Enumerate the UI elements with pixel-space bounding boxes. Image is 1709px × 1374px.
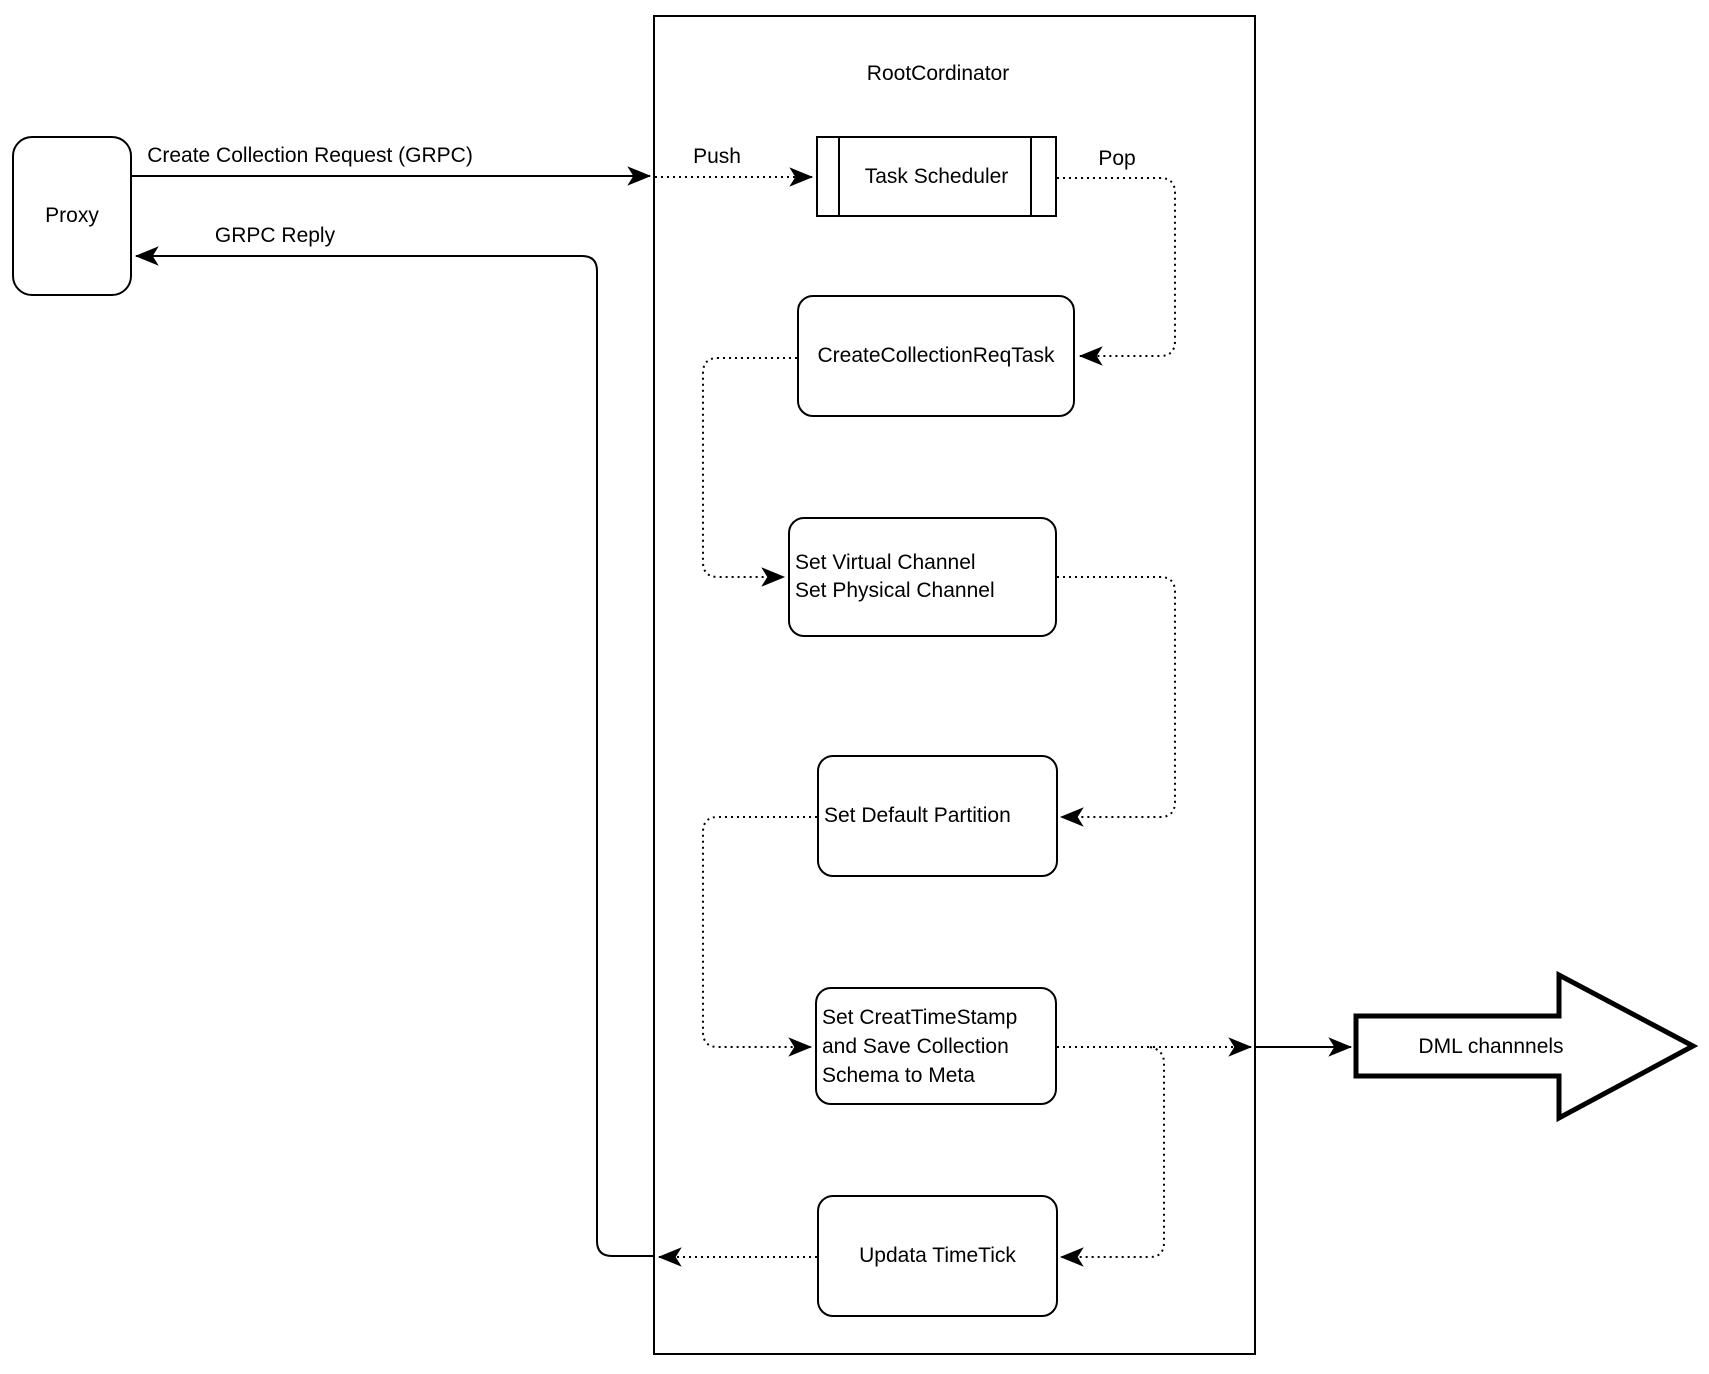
node-create-collection-req-task-label: CreateCollectionReqTask — [817, 344, 1055, 367]
node-updata-timetick-label: Updata TimeTick — [859, 1244, 1016, 1267]
node-updata-timetick: Updata TimeTick — [817, 1195, 1058, 1317]
edge-to-set-creat-timestamp — [702, 816, 817, 1057]
node-set-default-partition-label: Set Default Partition — [824, 804, 1011, 827]
node-task-scheduler: Task Scheduler — [816, 136, 1057, 217]
edge-to-set-channels — [702, 357, 797, 587]
task-scheduler-right-bar — [1030, 138, 1032, 215]
edge-label-grpc-reply: GRPC Reply — [214, 224, 336, 247]
task-scheduler-left-bar — [838, 138, 840, 215]
node-set-creat-timestamp-label: Set CreatTimeStamp and Save Collection S… — [822, 1005, 1018, 1087]
node-set-creat-timestamp: Set CreatTimeStamp and Save Collection S… — [815, 987, 1057, 1105]
node-dml-channels-label: DML channnels — [1418, 1035, 1564, 1058]
node-create-collection-req-task: CreateCollectionReqTask — [797, 295, 1075, 417]
edge-pop — [1057, 177, 1176, 366]
edge-label-pop: Pop — [1098, 147, 1136, 170]
edge-grpc-reply — [134, 246, 653, 1257]
edge-to-set-default-partition — [1057, 576, 1176, 827]
node-task-scheduler-label: Task Scheduler — [864, 164, 1009, 188]
dml-arrow-shape — [1353, 970, 1699, 1123]
node-set-default-partition: Set Default Partition — [817, 755, 1058, 877]
node-set-channels-label: Set Virtual Channel Set Physical Channel — [795, 551, 995, 602]
node-set-channels: Set Virtual Channel Set Physical Channel — [788, 517, 1057, 637]
root-coordinator-container — [653, 15, 1256, 1355]
edge-label-create-collection-request: Create Collection Request (GRPC) — [147, 144, 473, 167]
node-proxy-label: Proxy — [45, 204, 99, 227]
root-coordinator-title: RootCordinator — [866, 62, 1010, 85]
edge-label-push: Push — [693, 145, 741, 168]
node-proxy: Proxy — [12, 136, 132, 296]
